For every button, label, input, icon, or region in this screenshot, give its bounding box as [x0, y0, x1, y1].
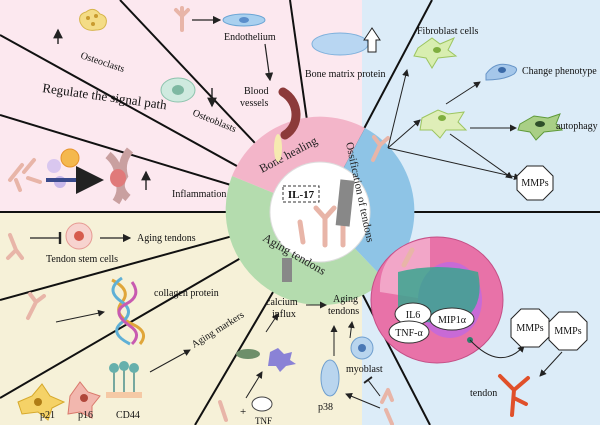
fibroblast-cell-2 — [419, 109, 468, 139]
ossification-tendon-icon — [371, 135, 390, 162]
blood-vessels-label-1: Blood — [244, 86, 268, 97]
autophagy-label: autophagy — [556, 121, 598, 132]
fibroblast-label: Fibroblast cells — [417, 26, 478, 37]
change-phenotype-label: Change phenotype — [522, 66, 597, 77]
ring-tendon-block — [335, 179, 355, 227]
calcium-label-2: influx — [272, 309, 296, 320]
plus-label: + — [240, 406, 246, 418]
tendon-branch-icon — [498, 374, 530, 417]
tnf-tendon-icon — [218, 400, 228, 422]
tendon-stem-label: Tendon stem cells — [46, 254, 118, 265]
aging-tendons-mid-label-2: tendons — [328, 306, 359, 317]
blood-vessels-label-2: vessels — [240, 98, 268, 109]
mip1a-bubble — [429, 307, 475, 331]
cell-tendon-icon — [401, 247, 415, 268]
ossification-sector: Fibroblast cells Change phenotype autoph… — [370, 26, 598, 417]
cd44-label: CD44 — [116, 410, 140, 421]
up-arrow-icon — [363, 27, 381, 53]
p16-label: p16 — [78, 410, 93, 421]
inflammation-illustration — [8, 147, 151, 205]
collagen-label: collagen protein — [154, 288, 219, 299]
tnf-alpha-bubble — [388, 320, 430, 344]
blood-vessel-icon — [278, 87, 301, 140]
mmps-octagon-a — [510, 308, 550, 348]
mmps-label-b: MMPs — [554, 326, 581, 337]
ring-aging-block — [282, 258, 292, 282]
bone-matrix-label: Bone matrix protein — [305, 69, 386, 80]
p38-label: p38 — [318, 402, 333, 413]
inflammation-label: Inflammation — [172, 189, 226, 200]
collagen-helix-icon — [111, 276, 146, 346]
tnf-alpha-label: TNF-α — [395, 328, 423, 339]
mmps-label-top: MMPs — [521, 178, 548, 189]
aging-tendons-label-top: Aging tendons — [137, 233, 196, 244]
senescent-cells — [17, 361, 142, 421]
il6-label: IL6 — [406, 310, 420, 321]
myoblast-label: myoblast — [346, 364, 383, 375]
endothelium-label: Endothelium — [224, 32, 276, 43]
fibroblast-cell — [413, 37, 458, 69]
cell-cross-section — [370, 236, 504, 364]
central-tendon-icons — [297, 205, 346, 248]
tnf-bottom-label: TNF — [255, 416, 272, 425]
calcium-cells — [236, 348, 296, 372]
bone-healing-tendon-icon — [174, 6, 190, 32]
p38-tendon-icon — [380, 388, 394, 425]
ring-bone-icon — [274, 134, 282, 162]
mip1a-label: MIP1α — [438, 315, 467, 326]
aging-tendons-mid-label-1: Aging — [333, 294, 358, 305]
aging-tendon-icon — [6, 233, 24, 260]
osteoclast-cell — [79, 8, 107, 31]
p21-label: p21 — [40, 410, 55, 421]
tendon-label: tendon — [470, 388, 497, 399]
mmps-octagon-b — [548, 311, 588, 351]
mmps-label-a: MMPs — [516, 323, 543, 334]
il17-box — [282, 185, 320, 203]
p38-ellipse — [320, 359, 340, 397]
tnf-bubble — [251, 396, 273, 412]
calcium-label-1: calcium — [266, 297, 298, 308]
collagen-tendon-icon — [26, 292, 46, 320]
il17-title: IL-17 — [288, 189, 315, 201]
bone-matrix-icon — [311, 32, 369, 56]
central-ring: IL-17 Bone healing Ossification of tendo… — [225, 116, 415, 306]
mmps-octagon-top — [516, 165, 554, 201]
